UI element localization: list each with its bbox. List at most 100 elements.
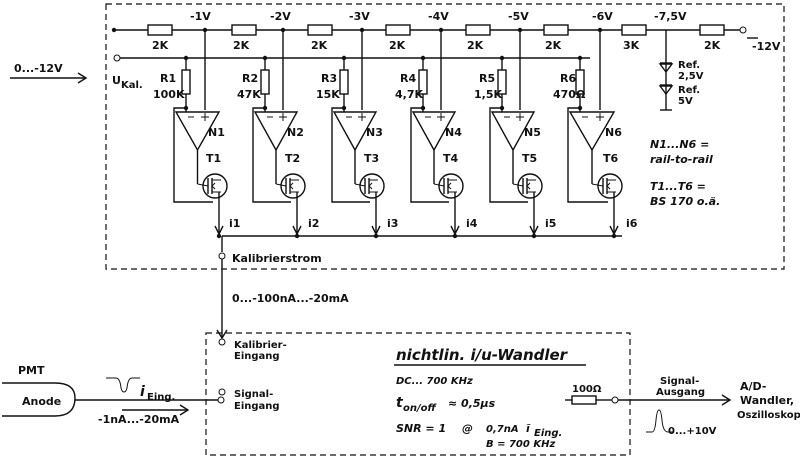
opamp-1 bbox=[174, 111, 221, 152]
pmt-symbol bbox=[2, 377, 218, 417]
current-collector-bus bbox=[216, 235, 622, 340]
channel-4-value: 4,7K bbox=[395, 88, 423, 101]
ladder-resistor-8: 2K bbox=[704, 39, 721, 52]
converter-noise-value: 0,7nA bbox=[486, 424, 519, 435]
converter-noise-symbol: ĩ bbox=[526, 422, 531, 435]
ladder-resistor-1: 2K bbox=[152, 39, 169, 52]
channel-6-transistor: T6 bbox=[603, 152, 619, 165]
pmt-current-sub: Eing. bbox=[147, 392, 175, 403]
channel-5-opamp: N5 bbox=[524, 126, 541, 139]
mosfet-2 bbox=[280, 173, 306, 199]
converter-ton-sub: on/off bbox=[403, 403, 438, 414]
mosfet-6 bbox=[597, 173, 623, 199]
tap-voltage-4: -4V bbox=[428, 10, 449, 23]
converter-title: nichtlin. i/u-Wandler bbox=[396, 346, 569, 364]
channel-5-current: i5 bbox=[545, 217, 556, 230]
pmt-current-symbol: i bbox=[140, 384, 145, 400]
opamp-note-line1: N1...N6 = bbox=[650, 138, 709, 151]
calibration-voltage-input bbox=[10, 54, 590, 84]
channel-5-transistor: T5 bbox=[522, 152, 537, 165]
ladder-resistor-6: 2K bbox=[545, 39, 562, 52]
mosfet-5 bbox=[517, 173, 543, 199]
ladder-resistor-7: 3K bbox=[623, 39, 640, 52]
destination-line2: Wandler, bbox=[740, 394, 794, 407]
channel-6-value: 470Ω bbox=[553, 88, 586, 101]
signal-input-line1: Signal- bbox=[234, 389, 273, 400]
transistor-note-line2: BS 170 o.ä. bbox=[650, 195, 720, 208]
tap-voltage-5: -5V bbox=[508, 10, 529, 23]
destination-line3: Oszilloskop bbox=[737, 410, 800, 421]
output-resistor: 100Ω bbox=[572, 384, 602, 395]
opamp-4 bbox=[411, 111, 457, 152]
channel-1-value: 100K bbox=[153, 88, 185, 101]
channel-4-transistor: T4 bbox=[443, 152, 459, 165]
tap-voltage-3: -3V bbox=[349, 10, 370, 23]
tap-voltage-7: -7,5V bbox=[654, 10, 687, 23]
ladder-resistor-3: 2K bbox=[311, 39, 328, 52]
channel-4-resistor: R4 bbox=[400, 72, 416, 85]
channel-3-transistor: T3 bbox=[364, 152, 379, 165]
output-range: 0...+10V bbox=[668, 426, 717, 437]
converter-box bbox=[205, 332, 631, 456]
channel-2-transistor: T2 bbox=[285, 152, 300, 165]
channel-2-value: 47K bbox=[237, 88, 261, 101]
converter-bandwidth: DC... 700 KHz bbox=[396, 376, 473, 387]
tap-voltage-6: -6V bbox=[592, 10, 613, 23]
channel-1-opamp: N1 bbox=[208, 126, 225, 139]
channel-3-current: i3 bbox=[387, 217, 398, 230]
channel-6-current: i6 bbox=[626, 217, 638, 230]
pmt-current-range: -1nA...-20mA bbox=[98, 413, 180, 426]
ladder-resistor-4: 2K bbox=[389, 39, 406, 52]
converter-at: @ bbox=[462, 422, 473, 435]
ladder-resistor-5: 2K bbox=[467, 39, 484, 52]
pmt-label: PMT bbox=[18, 364, 45, 377]
tap-voltage-1: -1V bbox=[190, 10, 211, 23]
mosfet-1 bbox=[202, 173, 228, 199]
calibration-input-label-sub: Kal. bbox=[121, 80, 143, 91]
channel-6-resistor: R6 bbox=[560, 72, 576, 85]
mosfet-4 bbox=[438, 173, 464, 199]
channel-3-value: 15K bbox=[316, 88, 340, 101]
opamp-5 bbox=[490, 111, 536, 152]
channel-1-resistor: R1 bbox=[160, 72, 176, 85]
channel-4-current: i4 bbox=[466, 217, 478, 230]
voltage-divider-ladder bbox=[111, 24, 758, 39]
sense-resistor-3 bbox=[339, 69, 349, 95]
channel-1-transistor: T1 bbox=[206, 152, 221, 165]
calibration-current-range: 0...-100nA...-20mA bbox=[232, 292, 349, 305]
channel-5-value: 1,5K bbox=[474, 88, 502, 101]
opamp-6 bbox=[568, 111, 616, 152]
channel-group bbox=[173, 27, 623, 239]
reference-2-line1: Ref. bbox=[678, 85, 700, 96]
converter-noise-sub: Eing. bbox=[534, 428, 562, 439]
output-label-line2: Ausgang bbox=[656, 387, 705, 398]
channel-2-opamp: N2 bbox=[287, 126, 304, 139]
calibration-input-line1: Kalibrier- bbox=[234, 340, 287, 351]
channel-3-opamp: N3 bbox=[366, 126, 383, 139]
calibration-current-label: Kalibrierstrom bbox=[232, 252, 322, 265]
channel-2-resistor: R2 bbox=[242, 72, 258, 85]
destination-line1: A/D- bbox=[740, 380, 766, 393]
channel-4-opamp: N4 bbox=[445, 126, 462, 139]
channel-5-resistor: R5 bbox=[479, 72, 495, 85]
supply-voltage: -12V bbox=[752, 40, 781, 53]
calibration-source-box bbox=[105, 3, 785, 270]
transistor-note-line1: T1...T6 = bbox=[650, 180, 706, 193]
converter-output bbox=[565, 394, 732, 433]
channel-6-opamp: N6 bbox=[605, 126, 622, 139]
opamp-note-line2: rail-to-rail bbox=[650, 153, 713, 166]
channel-2-current: i2 bbox=[308, 217, 319, 230]
converter-ton-symbol: t bbox=[396, 395, 404, 411]
calibration-input-range: 0...-12V bbox=[14, 62, 63, 75]
reference-1-line2: 2,5V bbox=[678, 71, 704, 82]
calibration-input-label: U bbox=[112, 74, 121, 87]
opamp-3 bbox=[332, 111, 378, 152]
reference-2-line2: 5V bbox=[678, 96, 693, 107]
mosfet-3 bbox=[359, 173, 385, 199]
reference-diodes bbox=[658, 30, 674, 111]
calibration-input-line2: Eingang bbox=[234, 351, 280, 362]
sense-resistor-2 bbox=[260, 69, 270, 95]
reference-1-line1: Ref. bbox=[678, 60, 700, 71]
opamp-2 bbox=[253, 111, 299, 152]
